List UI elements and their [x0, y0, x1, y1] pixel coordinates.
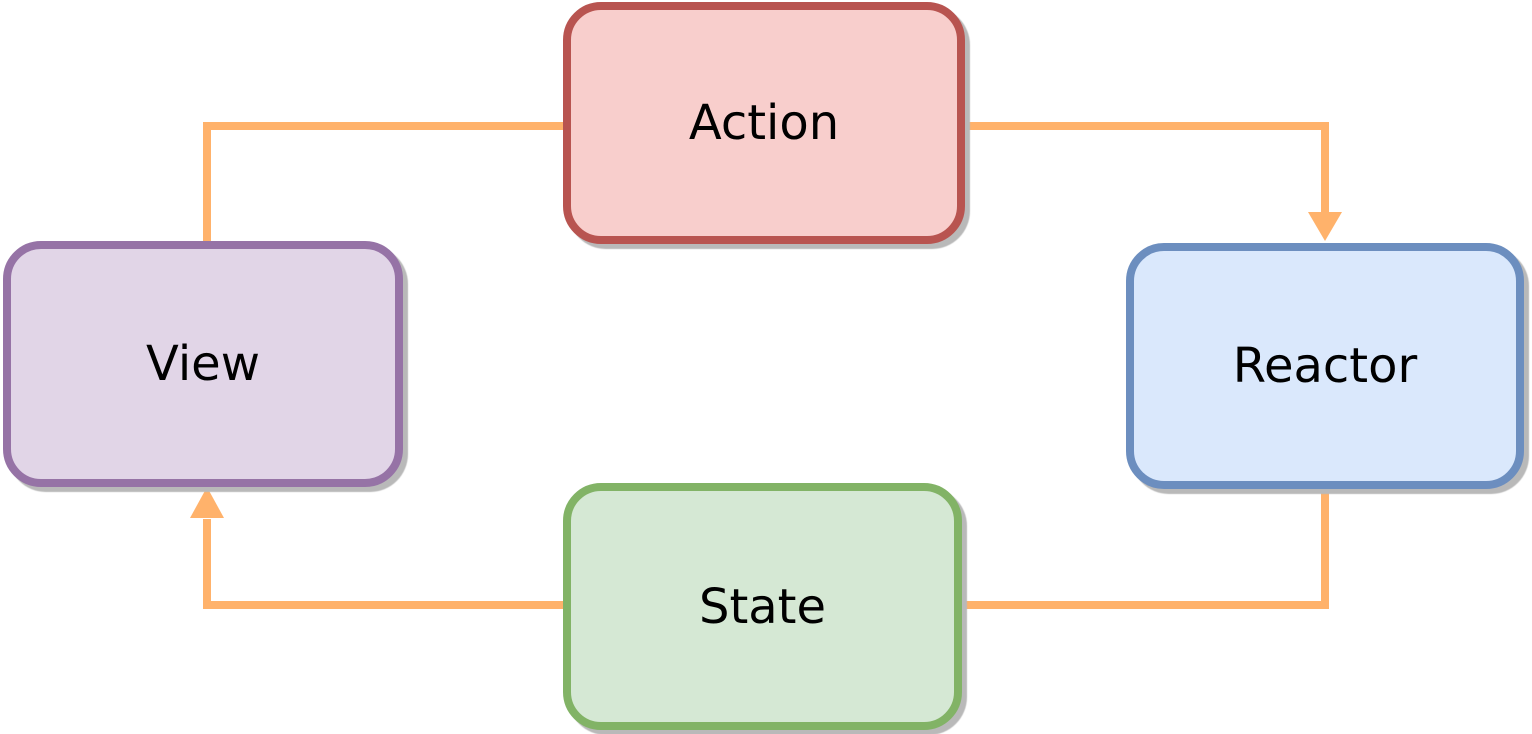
connector-state-to-view	[203, 519, 563, 609]
arrowhead-into-reactor-icon	[1308, 212, 1342, 241]
node-state-label: State	[698, 578, 827, 635]
node-reactor: Reactor	[1126, 243, 1524, 489]
arrowhead-into-view-icon	[190, 487, 224, 518]
connector-action-to-reactor	[965, 122, 1329, 214]
node-view: View	[3, 241, 403, 487]
connector-view-to-action	[203, 122, 563, 241]
node-state: State	[563, 483, 962, 730]
node-action-label: Action	[688, 95, 840, 151]
node-view-label: View	[146, 336, 260, 392]
node-action: Action	[563, 2, 965, 244]
connector-reactor-to-state	[962, 489, 1329, 609]
node-reactor-label: Reactor	[1232, 338, 1418, 394]
